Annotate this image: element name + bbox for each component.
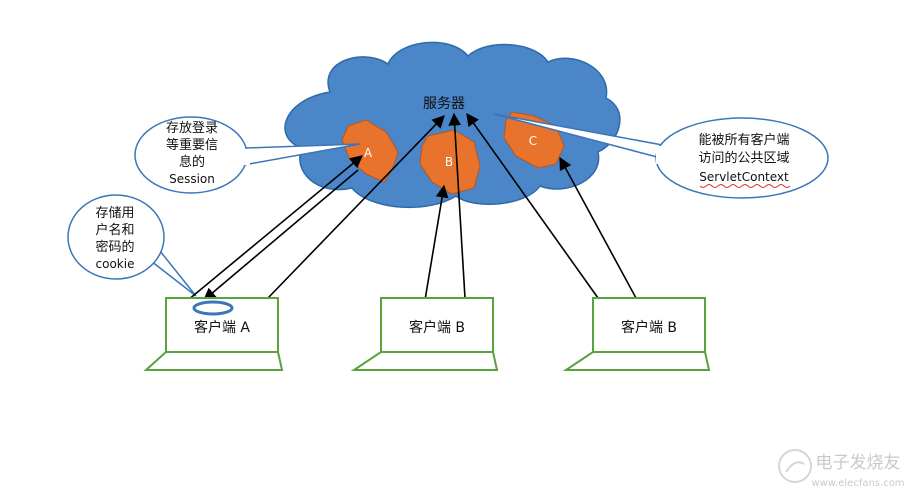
arrow-a3 — [267, 115, 445, 299]
client-a-label: 客户端 A — [194, 319, 250, 336]
spellcheck-squiggle — [699, 184, 791, 188]
arrow-c2 — [559, 156, 637, 299]
cookie-line-3: 密码的 — [95, 239, 134, 255]
arrow-a2 — [203, 169, 359, 301]
arrow-b1 — [424, 184, 449, 301]
session-line-4: Session — [169, 172, 215, 186]
watermark-icon — [778, 449, 812, 483]
cookie-ring — [192, 300, 234, 316]
client-b-label: 客户端 B — [409, 319, 465, 336]
session-line-3: 息的 — [179, 154, 205, 170]
region-c-label: C — [529, 134, 537, 148]
cookie-line-2: 户名和 — [95, 222, 134, 238]
region-a-label: A — [364, 146, 373, 160]
session-callout: 存放登录 等重要信 息的 Session — [134, 116, 361, 194]
arrow-b2 — [448, 112, 466, 299]
arrow-c1 — [466, 112, 599, 299]
watermark-logo: 电子发烧友 www.elecfans.com — [778, 449, 905, 489]
server-label: 服务器 — [423, 96, 465, 112]
servlet-context-callout: 能被所有客户端 访问的公共区域 ServletContext — [493, 113, 829, 199]
arrow-a1 — [187, 155, 363, 301]
servlet-line-3: ServletContext — [699, 170, 789, 184]
region-b-label: B — [445, 155, 453, 169]
connection-arrows — [187, 112, 637, 301]
session-line-1: 存放登录 — [166, 121, 218, 136]
laptop-client-b: 客户端 B — [350, 297, 499, 371]
servlet-line-2: 访问的公共区域 — [698, 150, 789, 166]
cookie-callout: 存储用 户名和 密码的 cookie — [67, 194, 197, 297]
client-c-label: 客户端 B — [621, 319, 677, 336]
watermark-url: www.elecfans.com — [811, 478, 904, 489]
region-b: B — [419, 129, 481, 195]
servlet-line-1: 能被所有客户端 — [698, 132, 789, 148]
cookie-line-1: 存储用 — [95, 206, 134, 221]
region-a: A — [341, 119, 399, 183]
laptop-client-a: 客户端 A — [143, 297, 284, 371]
cookie-line-4: cookie — [96, 257, 135, 271]
watermark-text: 电子发烧友 — [816, 453, 901, 473]
laptop-client-c: 客户端 B — [562, 297, 711, 371]
session-line-2: 等重要信 — [166, 137, 218, 153]
